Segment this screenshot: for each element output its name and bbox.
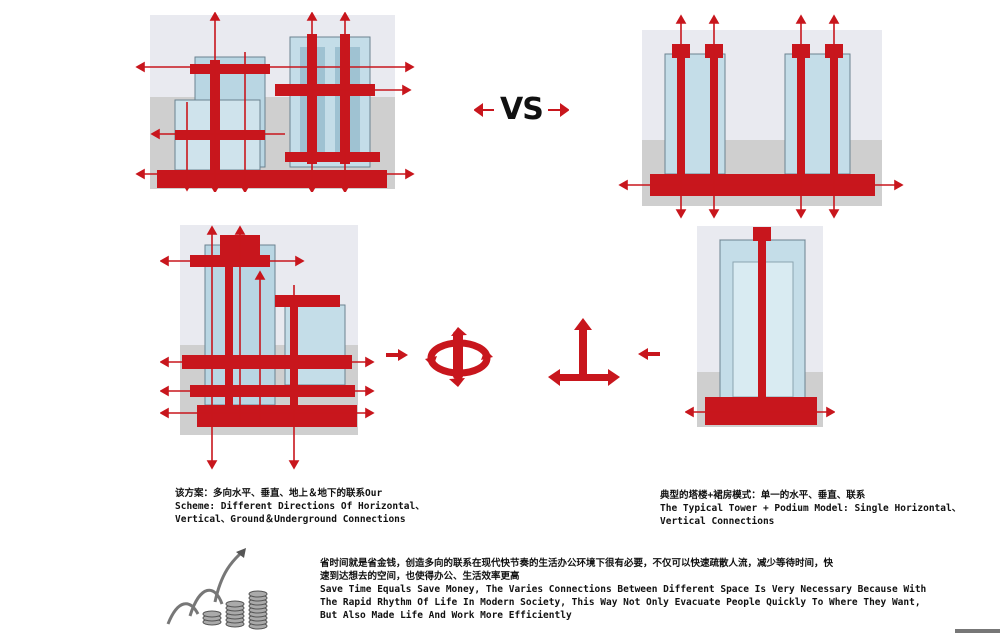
summary-line3: Save Time Equals Save Money, The Varies … xyxy=(320,584,927,595)
scheme-diagram-top xyxy=(135,12,415,192)
summary-line2: 速到达想去的空间，也使得办公、生活效率更高 xyxy=(320,571,520,582)
scheme-diagram-bottom xyxy=(160,225,375,470)
caption-our-scheme-line1: 该方案：多向水平、垂直、地上＆地下的联系Our xyxy=(175,488,383,499)
arrow-left-small xyxy=(638,347,660,361)
axis-arrows-icon xyxy=(548,318,620,390)
summary-line4: The Rapid Rhythm Of Life In Modern Socie… xyxy=(320,597,921,608)
arrow-right-small xyxy=(386,348,408,362)
summary-text: 省时间就是省金钱，创造多向的联系在现代快节奏的生活办公环境下很有必要，不仅可以快… xyxy=(320,557,926,622)
caption-typical-model-line2: The Typical Tower + Podium Model: Single… xyxy=(660,503,962,514)
typical-diagram-top xyxy=(615,14,905,219)
typical-diagram-bottom xyxy=(685,222,835,432)
corner-bar xyxy=(955,629,1000,633)
coins-growth-icon xyxy=(160,544,290,633)
caption-our-scheme-line2: Scheme: Different Directions Of Horizont… xyxy=(175,501,425,512)
vs-text: VS xyxy=(500,92,544,127)
caption-typical-model-line3: Vertical Connections xyxy=(660,516,775,527)
caption-our-scheme: 该方案：多向水平、垂直、地上＆地下的联系Our Scheme: Differen… xyxy=(175,487,425,526)
caption-typical-model-line1: 典型的塔楼+裙房模式：单一的水平、垂直、联系 xyxy=(660,490,866,501)
summary-line5: But Also Made Life And Work More Efficie… xyxy=(320,610,572,621)
caption-typical-model: 典型的塔楼+裙房模式：单一的水平、垂直、联系 The Typical Tower… xyxy=(660,489,961,528)
rotation-arrows-icon xyxy=(423,327,495,387)
vs-label-group: VS xyxy=(474,92,569,128)
caption-our-scheme-line3: Vertical、Ground＆Underground Connections xyxy=(175,514,406,525)
summary-line1: 省时间就是省金钱，创造多向的联系在现代快节奏的生活办公环境下很有必要，不仅可以快… xyxy=(320,558,834,569)
